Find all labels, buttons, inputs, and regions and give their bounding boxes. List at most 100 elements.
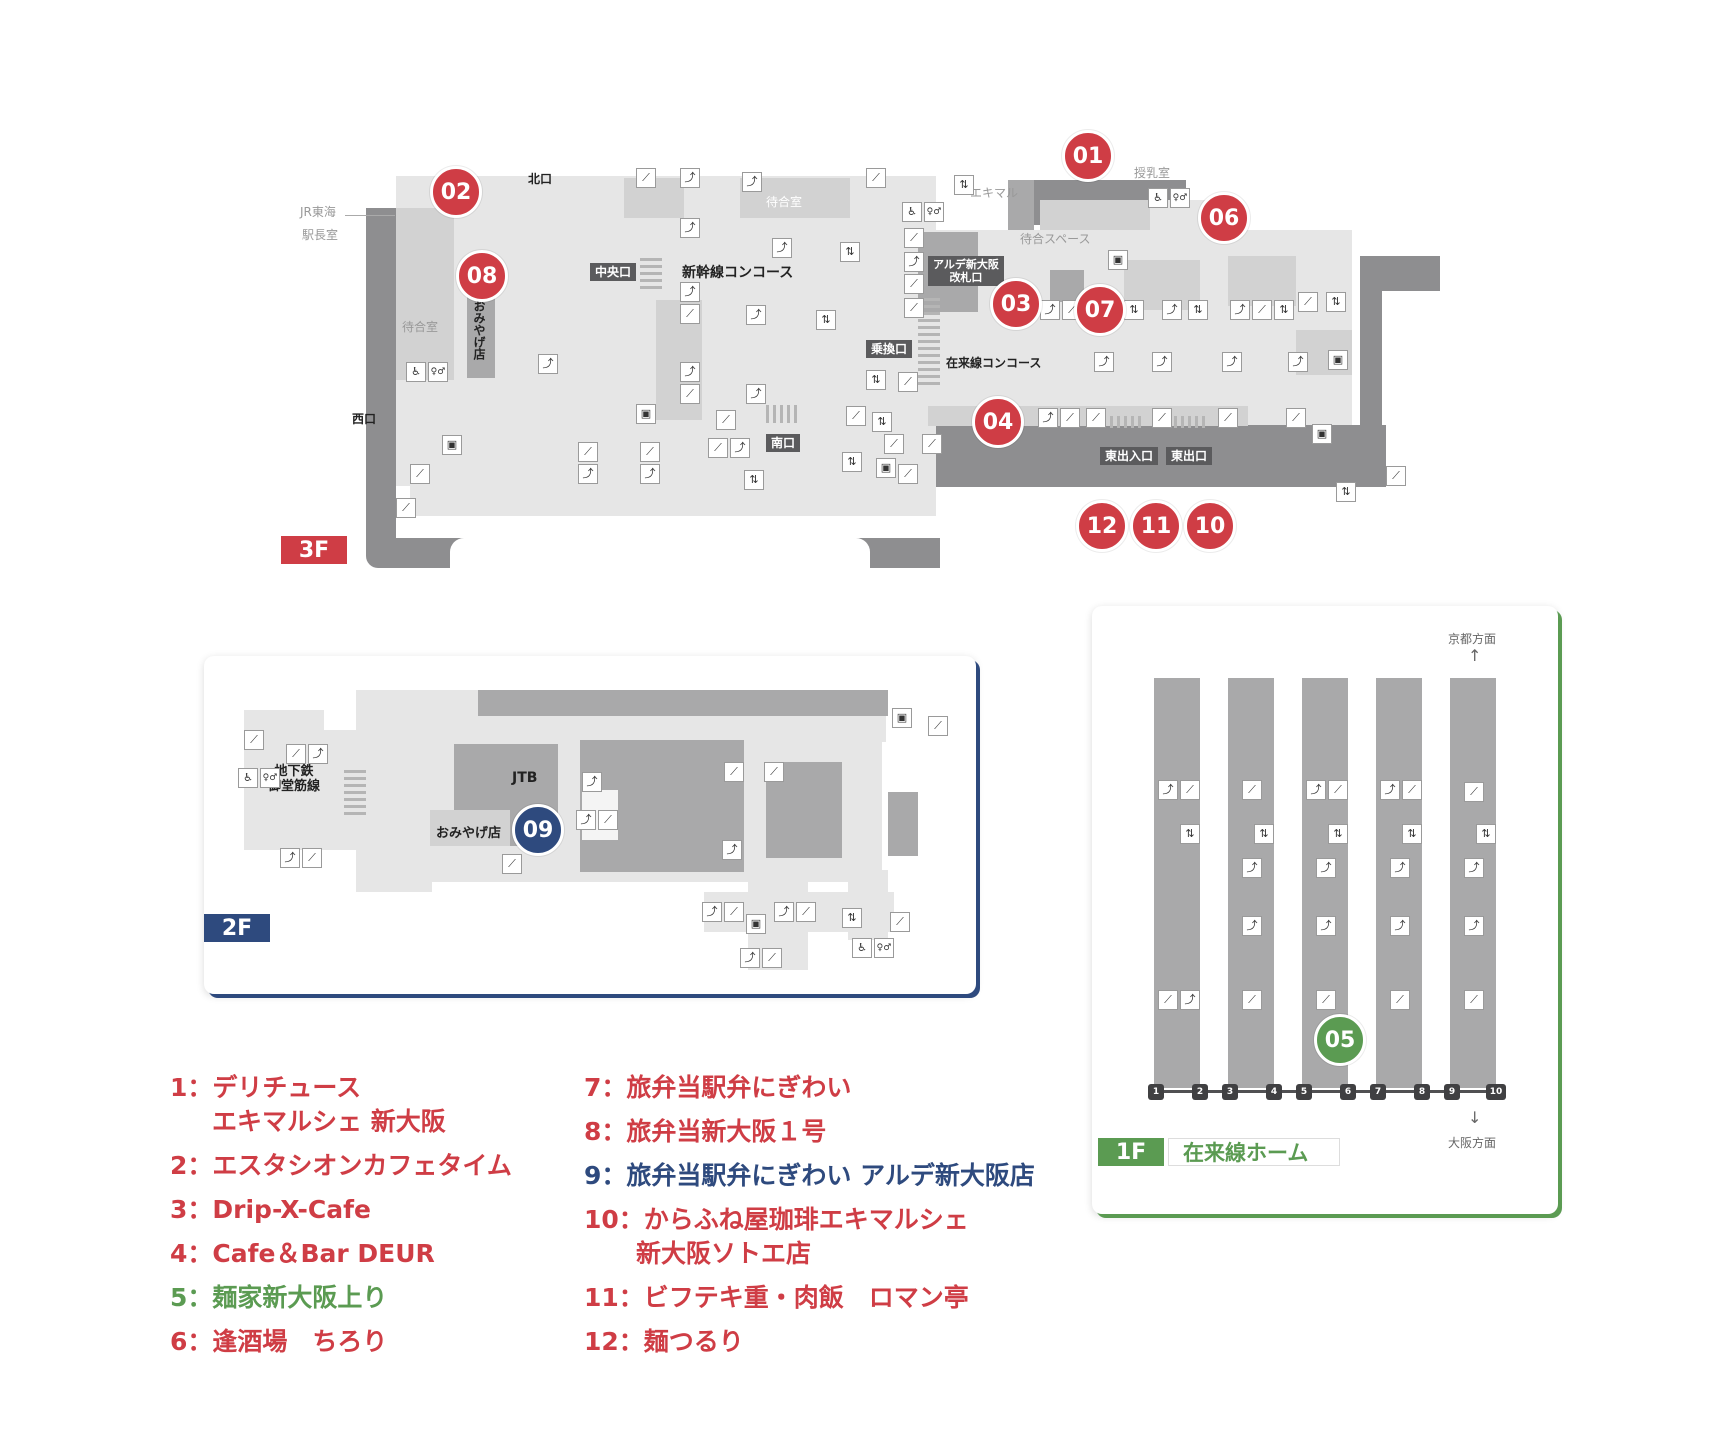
escalator-icon: ⤴	[680, 218, 700, 238]
track-number: 10	[1486, 1084, 1506, 1100]
legend-num: 4：	[170, 1239, 213, 1268]
transfer-exit-label: 乗換口	[866, 340, 913, 358]
shinkansen-concourse-label: 新幹線コンコース	[682, 265, 794, 281]
stairs-icon: ⟋	[1152, 408, 1172, 428]
3f-omiyage-block	[467, 290, 495, 378]
stairs-icon: ⟋	[1218, 408, 1238, 428]
escalator-icon: ⤴	[280, 848, 300, 868]
legend-text: 逢酒場 ちろり	[212, 1327, 388, 1356]
elevator-icon: ⇅	[842, 452, 862, 472]
escalator-icon: ⤴	[746, 305, 766, 325]
locker-icon: ▣	[442, 435, 462, 455]
jr-tokai-leader	[345, 215, 395, 216]
legend-item-1: 1：デリチュース	[170, 1072, 361, 1104]
marker-10[interactable]: 10	[1184, 500, 1236, 552]
legend-item-3: 3：Drip-X-Cafe	[170, 1194, 371, 1226]
marker-08[interactable]: 08	[456, 250, 508, 302]
locker-icon: ▣	[876, 458, 896, 478]
stairs-icon: ⟋	[1402, 780, 1422, 800]
stairs-icon: ⟋	[928, 716, 948, 736]
stairs-icon: ⟋	[1316, 990, 1336, 1010]
escalator-icon: ⤴	[1464, 916, 1484, 936]
escalator-icon: ⤴	[774, 902, 794, 922]
escalator-icon: ⤴	[1316, 916, 1336, 936]
locker-icon: ▣	[636, 404, 656, 424]
marker-06[interactable]: 06	[1198, 192, 1250, 244]
stairs-icon: ⟋	[1286, 408, 1306, 428]
escalator-icon: ⤴	[680, 362, 700, 382]
elevator-icon: ⇅	[1476, 824, 1496, 844]
track-number: 9	[1444, 1084, 1460, 1100]
waiting-room-label-north: 待合室	[766, 195, 803, 209]
conventional-concourse-label: 在来線コンコース	[946, 356, 1042, 370]
legend-num: 10：	[584, 1205, 644, 1234]
south-exit-label: 南口	[766, 434, 801, 452]
escalator-icon: ⤴	[1316, 858, 1336, 878]
2f-north-shops	[478, 690, 888, 716]
elevator-icon: ⇅	[840, 242, 860, 262]
central-exit-label: 中央口	[590, 263, 637, 281]
legend-text: ビフテキ重・肉飯 ロマン亭	[643, 1283, 969, 1312]
stairs-icon: ⟋	[890, 912, 910, 932]
stairs-icon: ⟋	[680, 304, 700, 324]
marker-12[interactable]: 12	[1076, 500, 1128, 552]
legend-num: 6：	[170, 1327, 213, 1356]
elevator-icon: ⇅	[872, 412, 892, 432]
marker-03[interactable]: 03	[990, 278, 1042, 330]
omiyage-shop-label-2f: おみやげ店	[436, 826, 502, 841]
stairs-icon: ⟋	[904, 228, 924, 248]
restroom-icon: ♀♂	[924, 202, 944, 222]
escalator-icon: ⤴	[680, 168, 700, 188]
legend-item-1-line2: エキマルシェ 新大阪	[212, 1107, 446, 1136]
legend-num: 5：	[170, 1283, 213, 1312]
stairs-icon: ⟋	[302, 848, 322, 868]
escalator-icon: ⤴	[1464, 858, 1484, 878]
legend-text: 旅弁当駅弁にぎわい	[626, 1073, 852, 1102]
marker-11[interactable]: 11	[1130, 500, 1182, 552]
legend-item-2: 2：エスタシオンカフェタイム	[170, 1150, 512, 1182]
wheelchair-icon: ♿	[406, 362, 426, 382]
platform-1-2	[1154, 678, 1200, 1088]
stairs-icon: ⟋	[640, 442, 660, 462]
legend-item-12: 12：麺つるり	[584, 1326, 744, 1358]
marker-05[interactable]: 05	[1314, 1014, 1366, 1066]
locker-icon: ▣	[1328, 350, 1348, 370]
marker-07[interactable]: 07	[1074, 284, 1126, 336]
stairs-icon: ⟋	[846, 406, 866, 426]
stairs-icon: ⟋	[724, 902, 744, 922]
floor-2f-badge: 2F	[204, 914, 270, 942]
legend-item-8: 8：旅弁当新大阪１号	[584, 1116, 826, 1148]
stairs-icon: ⟋	[898, 372, 918, 392]
elevator-icon: ⇅	[1274, 300, 1294, 320]
3f-transfer-stairs	[918, 298, 940, 388]
escalator-icon: ⤴	[1094, 352, 1114, 372]
stairs-icon: ⟋	[578, 442, 598, 462]
locker-icon: ▣	[1312, 424, 1332, 444]
3f-east-stairs-1	[1110, 416, 1144, 428]
escalator-icon: ⤴	[1040, 300, 1060, 320]
marker-02[interactable]: 02	[430, 166, 482, 218]
marker-04[interactable]: 04	[972, 396, 1024, 448]
nursing-room-label: 授乳室	[1134, 166, 1171, 180]
marker-01[interactable]: 01	[1062, 130, 1114, 182]
stairs-icon: ⟋	[636, 168, 656, 188]
marker-09[interactable]: 09	[512, 804, 564, 856]
stairs-icon: ⟋	[1060, 408, 1080, 428]
platform-3-4	[1228, 678, 1274, 1088]
track-number: 6	[1340, 1084, 1356, 1100]
stairs-icon: ⟋	[502, 854, 522, 874]
elevator-icon: ⇅	[1336, 482, 1356, 502]
elevator-icon: ⇅	[842, 908, 862, 928]
restroom-icon: ♀♂	[260, 768, 280, 788]
restroom-icon: ♀♂	[1170, 188, 1190, 208]
east-entrance-label: 東出入口	[1100, 447, 1159, 465]
escalator-icon: ⤴	[702, 902, 722, 922]
wheelchair-icon: ♿	[852, 938, 872, 958]
legend-item-4: 4：Cafe＆Bar DEUR	[170, 1238, 435, 1270]
legend-text: Drip-X-Cafe	[212, 1195, 371, 1224]
restroom-icon: ♀♂	[428, 362, 448, 382]
escalator-icon: ⤴	[640, 464, 660, 484]
legend-num: 3：	[170, 1195, 213, 1224]
wheelchair-icon: ♿	[1148, 188, 1168, 208]
restroom-icon: ♀♂	[874, 938, 894, 958]
